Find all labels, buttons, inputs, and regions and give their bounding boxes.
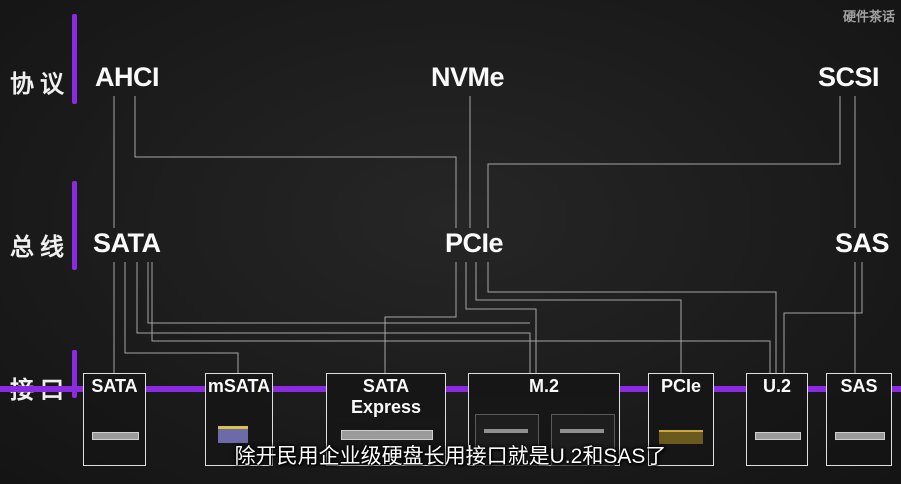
interface-card-u2: U.2: [746, 373, 808, 466]
link-pcie-m2: [465, 262, 537, 373]
link-pcie-pcie: [475, 262, 682, 373]
link-pcie-u2: [487, 262, 777, 373]
pcie-slot-icon: [659, 430, 703, 444]
link-sata-msata: [124, 262, 239, 373]
interface-card-pcie: PCIe: [648, 373, 714, 466]
video-subtitle: 除开民用企业级硬盘长用接口就是U.2和SAS了: [234, 445, 667, 468]
link-sata-u2: [151, 262, 771, 373]
interface-title-sas: SAS: [827, 376, 891, 397]
protocol-ahci: AHCI: [95, 62, 160, 92]
bus-sas: SAS: [835, 228, 890, 258]
row-label-bus: 总线: [10, 234, 70, 261]
interface-title-pcie: PCIe: [649, 376, 713, 397]
link-scsi-pcie: [487, 96, 841, 228]
u2-connector-icon: [755, 432, 801, 440]
interface-card-msata: mSATA: [205, 373, 273, 466]
interface-card-m2: M.2: [468, 373, 620, 466]
sata-connector-icon: [92, 432, 139, 440]
row-divider-bus: [72, 181, 77, 270]
link-ahci-pcie: [134, 96, 457, 228]
row-divider-interface: [72, 350, 77, 398]
sas-connector-icon: [835, 432, 885, 440]
interface-title-msata: mSATA: [206, 376, 272, 397]
bus-sata: SATA: [93, 228, 161, 258]
link-sata-m2: [136, 262, 531, 373]
protocol-scsi: SCSI: [818, 62, 880, 92]
interface-title-m2: M.2: [469, 376, 619, 397]
row-divider-protocol: [72, 14, 77, 104]
protocol-nvme: NVMe: [431, 62, 505, 92]
m2-slot-right-pins: [560, 429, 604, 433]
bus-pcie: PCIe: [445, 228, 504, 258]
interface-card-sas: SAS: [826, 373, 892, 466]
link-sas-u2: [783, 262, 863, 373]
watermark: 硬件茶话: [842, 9, 895, 24]
interface-rail: [0, 386, 901, 392]
msata-card-icon: [218, 426, 248, 443]
row-label-protocol: 协议: [10, 71, 70, 98]
interface-title-sataexpress: SATA Express: [327, 376, 445, 418]
interface-title-u2: U.2: [747, 376, 807, 397]
interface-title-sata: SATA: [84, 376, 145, 397]
link-pcie-sataexpress: [384, 262, 457, 373]
m2-slot-right-icon: [551, 414, 615, 466]
link-sata-m2-b: [147, 262, 530, 324]
interface-card-sata: SATA: [83, 373, 146, 466]
sataexpress-connector-icon: [341, 430, 433, 440]
m2-slot-left-pins: [484, 429, 528, 433]
interface-card-sataexpress: SATA Express: [326, 373, 446, 466]
m2-slot-left-icon: [475, 414, 539, 466]
